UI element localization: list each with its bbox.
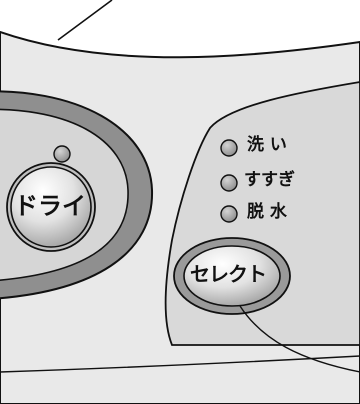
- spin-indicator-lamp: [220, 205, 238, 223]
- lower-divider-line: [0, 355, 360, 373]
- select-button[interactable]: [183, 245, 281, 307]
- wash-indicator-lamp: [220, 139, 238, 157]
- wash-indicator-label: 洗 い: [247, 135, 287, 155]
- upper-edge-line: [57, 0, 113, 41]
- select-callout-line: [239, 305, 360, 373]
- dry-button-label: ドライ: [14, 192, 86, 220]
- select-button-label: セレクト: [190, 262, 267, 286]
- dry-indicator-lamp: [53, 145, 71, 163]
- dry-button[interactable]: [10, 166, 92, 248]
- rinse-indicator-label: すすぎ: [244, 170, 295, 190]
- rinse-indicator-lamp: [220, 174, 238, 192]
- spin-indicator-label: 脱 水: [247, 202, 287, 222]
